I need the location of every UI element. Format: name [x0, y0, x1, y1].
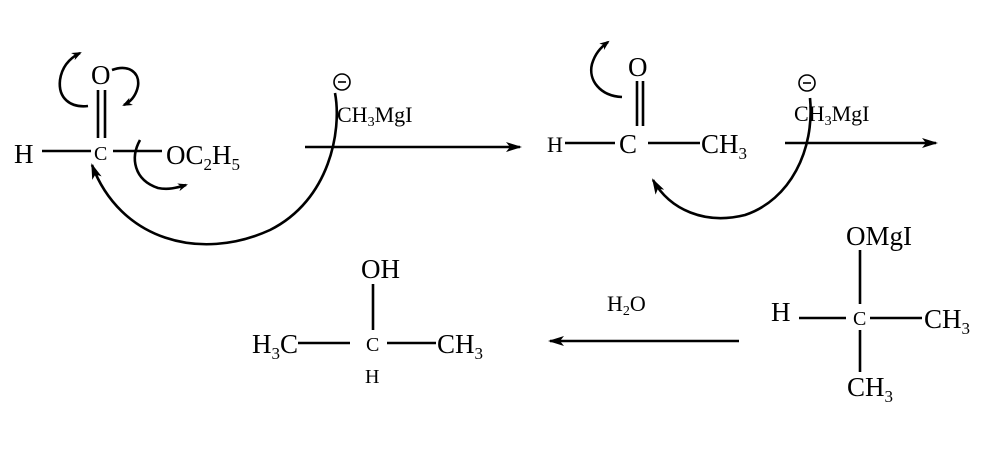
atom-o: O: [628, 52, 648, 82]
curly-arrow-icon: [589, 40, 623, 99]
step-2: CH3MgI: [785, 74, 938, 148]
atom-c: C: [853, 308, 866, 330]
methyl-group: CH3: [437, 329, 483, 363]
omgi-group: OMgI: [846, 221, 912, 251]
atom-c: C: [366, 334, 379, 356]
curly-arrow-icon: [58, 51, 89, 108]
atom-o: O: [91, 60, 111, 90]
atom-h: H: [547, 132, 563, 157]
methyl-group: CH3: [701, 129, 747, 163]
negative-charge-icon: [798, 74, 816, 92]
hydroxyl-group: OH: [361, 254, 400, 284]
methyl-group: CH3: [924, 304, 970, 338]
reagent-water: H2O: [607, 291, 646, 319]
isopropyl-alcohol: OH H3C C CH3 H: [252, 254, 483, 388]
reagent-ch3mgi: CH3MgI: [794, 101, 869, 129]
atom-c: C: [619, 129, 637, 159]
step-1: CH3MgI: [305, 73, 522, 152]
acetaldehyde: H C O CH3: [547, 40, 812, 220]
atom-c: C: [94, 143, 107, 165]
curly-arrow-icon: [133, 139, 188, 192]
atom-h: H: [14, 139, 34, 169]
ethoxy-group: OC2H5: [166, 140, 240, 174]
curly-arrow-icon: [111, 66, 140, 107]
magnesium-alkoxide: OMgI H C CH3 CH3: [771, 221, 970, 406]
methyl-group: H3C: [252, 329, 298, 363]
methyl-group: CH3: [847, 372, 893, 406]
reagent-ch3mgi: CH3MgI: [337, 102, 412, 130]
negative-charge-icon: [333, 73, 351, 91]
ethyl-formate: H C O OC2H5: [14, 51, 339, 246]
atom-h: H: [365, 366, 379, 388]
step-3: H2O: [548, 291, 739, 346]
atom-h: H: [771, 297, 791, 327]
nucleophilic-attack-arrow-icon: [90, 92, 339, 246]
nucleophilic-attack-arrow-icon: [651, 97, 812, 220]
